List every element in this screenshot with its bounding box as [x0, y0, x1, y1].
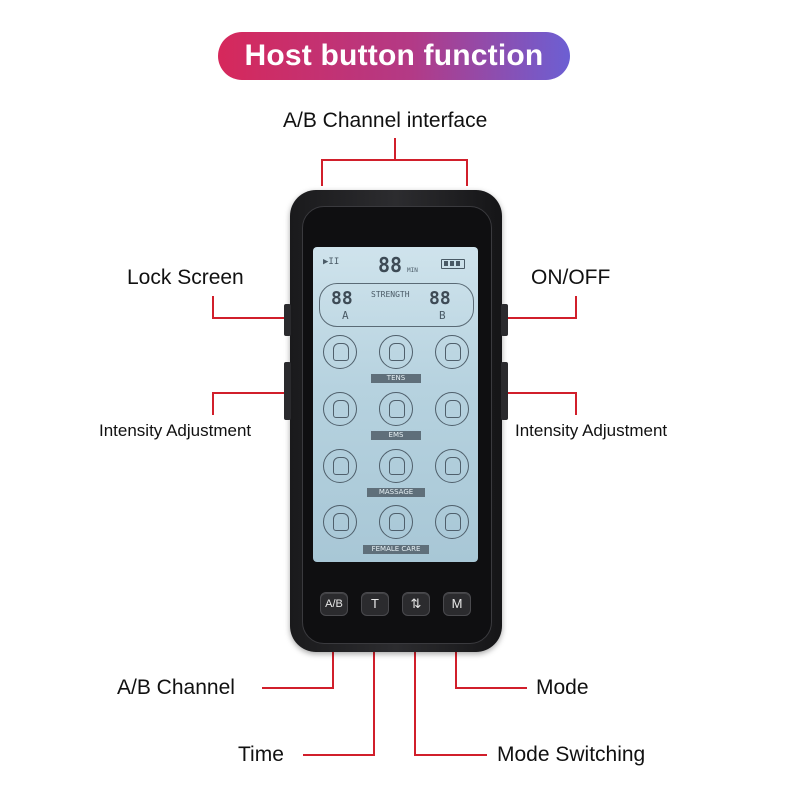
ab-channel-button[interactable]: A/B [320, 592, 348, 616]
lock-screen-button[interactable] [284, 304, 291, 336]
strength-label: STRENGTH [371, 290, 410, 299]
body-part-icon [323, 392, 357, 426]
body-part-icon [435, 505, 469, 539]
strength-panel [319, 283, 474, 327]
label-channel-interface: A/B Channel interface [283, 109, 488, 132]
callout-line-on-off [503, 296, 577, 319]
channel-b-label: B [439, 309, 446, 322]
body-part-icon [379, 449, 413, 483]
label-intensity-right: Intensity Adjustment [515, 421, 668, 440]
callout-line-lock-screen [212, 296, 287, 319]
body-part-icon [435, 335, 469, 369]
body-part-icon [379, 335, 413, 369]
body-part-icon [379, 392, 413, 426]
body-part-icon [323, 335, 357, 369]
right-intensity-value: 88 [429, 288, 451, 309]
callout-line-time [303, 614, 375, 756]
play-pause-icon: ▶II [323, 257, 340, 267]
mode-switching-button[interactable]: ⇅ [402, 592, 430, 616]
category-ems: EMS [371, 431, 421, 440]
label-ab-channel: A/B Channel [117, 676, 235, 699]
category-tens: TENS [371, 374, 421, 383]
callout-line-mode-switching [414, 614, 487, 756]
page-title: Host button function [218, 32, 570, 80]
time-button[interactable]: T [361, 592, 389, 616]
body-part-icon [435, 449, 469, 483]
label-intensity-left: Intensity Adjustment [99, 421, 252, 440]
body-part-icon [323, 449, 357, 483]
left-intensity-value: 88 [331, 288, 353, 309]
channel-a-label: A [342, 309, 349, 322]
callout-line-channel-interface [321, 138, 468, 186]
category-female-care: FEMALE CARE [363, 545, 429, 554]
callout-line-intensity-left [212, 392, 287, 415]
intensity-right-button[interactable] [501, 362, 508, 420]
label-time: Time [238, 743, 284, 766]
label-on-off: ON/OFF [531, 266, 611, 289]
label-mode: Mode [536, 676, 589, 699]
body-part-icon [435, 392, 469, 426]
body-part-icon [379, 505, 413, 539]
category-massage: MASSAGE [367, 488, 425, 497]
power-button[interactable] [501, 304, 508, 336]
callout-line-intensity-right [503, 392, 577, 415]
lcd-screen: ▶II 88 MIN 88 A STRENGTH 88 B TENS EMS M… [313, 247, 478, 562]
timer-display: 88 [378, 253, 403, 277]
mode-button[interactable]: M [443, 592, 471, 616]
timer-unit: MIN [407, 267, 418, 274]
intensity-left-button[interactable] [284, 362, 291, 420]
label-lock-screen: Lock Screen [127, 266, 244, 289]
battery-icon [441, 259, 465, 269]
label-mode-switching: Mode Switching [497, 743, 646, 766]
body-part-icon [323, 505, 357, 539]
